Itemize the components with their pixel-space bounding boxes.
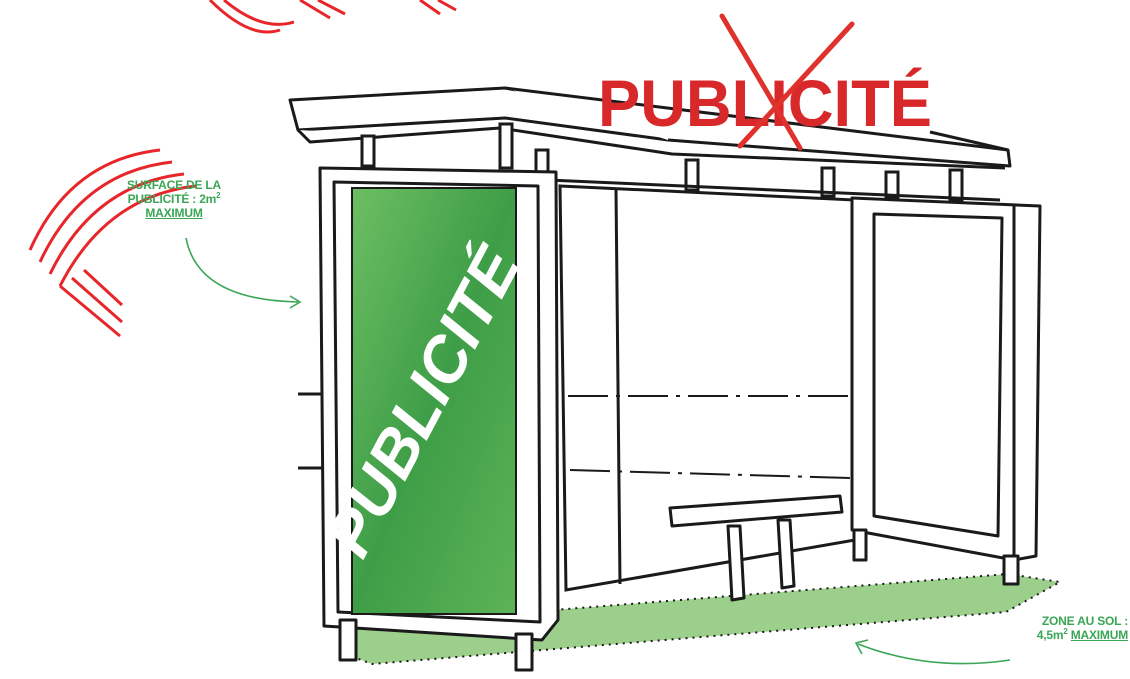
surface-annotation-line2: PUBLICITÉ : 2m2 (118, 192, 230, 206)
right-panel (852, 198, 1040, 584)
curved-arrow-icon (186, 238, 300, 308)
zone-annotation-line1: ZONE AU SOL : (1000, 614, 1128, 628)
zone-annotation: ZONE AU SOL : 4,5m2 MAXIMUM (1000, 614, 1128, 642)
surface-annotation: SURFACE DE LA PUBLICITÉ : 2m2 MAXIMUM (118, 178, 230, 220)
headline-text: PUBLICITÉ (598, 66, 932, 140)
surface-annotation-line1: SURFACE DE LA (118, 178, 230, 192)
zone-annotation-line2: 4,5m2 MAXIMUM (1000, 628, 1128, 642)
surface-annotation-line3: MAXIMUM (118, 206, 230, 220)
curved-arrow-icon (856, 640, 1010, 664)
left-edge-marks (298, 394, 322, 468)
